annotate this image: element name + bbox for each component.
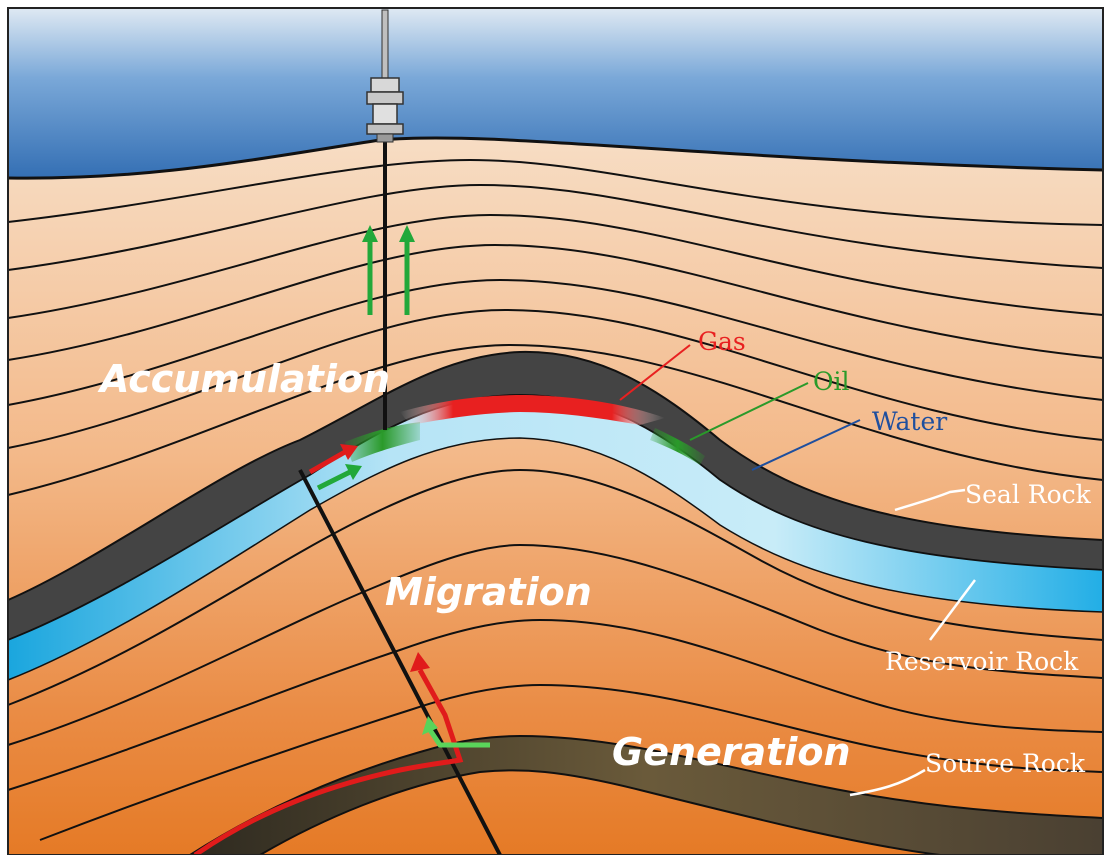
oil-label: Oil [813, 367, 850, 396]
gas-accumulation [400, 395, 665, 425]
lower-strata-lines [7, 468, 1104, 841]
reservoir-rock-label: Reservoir Rock [885, 647, 1079, 676]
fault-line [298, 469, 502, 855]
migration-label: Migration [385, 570, 592, 614]
oil-accumulation-right [650, 428, 705, 465]
accumulation-label: Accumulation [97, 357, 390, 401]
strata-lines [7, 158, 1104, 496]
seal-rock-label: Seal Rock [965, 480, 1092, 509]
rock-leader-lines [849, 488, 976, 797]
fluid-leader-lines [619, 344, 861, 471]
generation-label: Generation [612, 730, 851, 774]
water-label: Water [872, 407, 947, 436]
surface-line [7, 136, 1104, 180]
accumulation-arrows [362, 225, 415, 315]
crest-migration-arrows [308, 444, 362, 491]
source-rock-label: Source Rock [925, 749, 1086, 778]
earth-layers [8, 137, 1103, 855]
wellhead-icon [366, 9, 404, 143]
oil-accumulation-left [345, 422, 420, 462]
gas-label: Gas [698, 327, 746, 356]
source-migration-path [193, 652, 490, 855]
frame-border [7, 7, 1104, 855]
